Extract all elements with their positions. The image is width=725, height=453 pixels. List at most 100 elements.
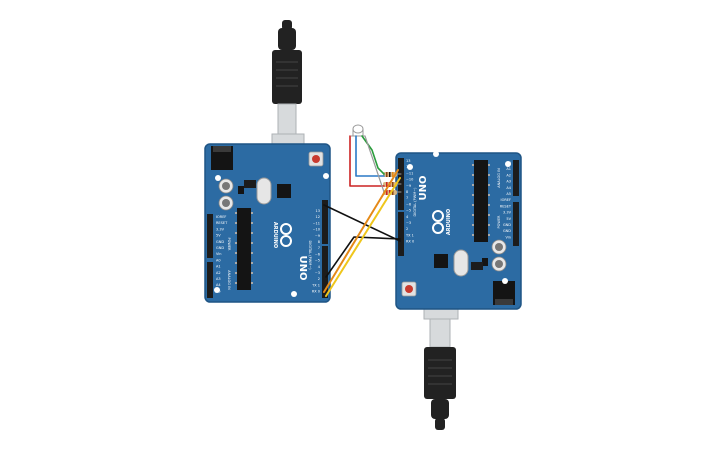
left-usb-cable-tip	[282, 20, 292, 30]
left-usb-cable-strain	[278, 28, 296, 50]
left-analog-label: ANALOG IN	[227, 270, 231, 290]
right-reset-button-cap	[405, 285, 413, 293]
right-logo-text: ARDUINO	[446, 209, 452, 235]
left-pin-label-5: 8	[318, 240, 320, 244]
wire-green[interactable]	[361, 135, 385, 175]
left-power-pin-label-10: A3	[216, 277, 221, 281]
right-model-text: UNO	[418, 176, 429, 201]
left-usb-cable-plug	[272, 50, 302, 104]
left-pin-label-8: ~5	[315, 259, 320, 263]
right-power-pin-label-6: IOREF	[501, 198, 511, 202]
left-crystal	[256, 177, 272, 205]
left-power-pin-label-1: RESET	[216, 221, 228, 225]
right-power-pin-label-7: RESET	[500, 204, 512, 208]
right-power-header	[513, 202, 519, 246]
left-reset-button-cap	[312, 155, 320, 163]
right-board-pcb	[395, 152, 522, 310]
left-logo-text: ARDUINO	[272, 222, 278, 248]
left-pin-label-3: ~10	[313, 228, 320, 232]
left-power-pin-label-0: IOREF	[216, 215, 226, 219]
right-power-label: POWER	[497, 215, 501, 229]
right-pin-label-3: ~10	[406, 178, 413, 182]
right-pin-label-0: 13	[406, 159, 410, 163]
left-digital-header-top	[322, 200, 328, 244]
rgb-led[interactable]	[351, 124, 365, 137]
right-usb-cable-tip	[435, 418, 445, 430]
left-power-pin-label-5: GND	[216, 246, 224, 250]
wire-orange[interactable]	[323, 169, 399, 293]
right-pin-label-12: TX 1	[405, 233, 414, 237]
left-pin-label-12: TX 1	[311, 283, 320, 287]
left-power-pin-label-2: 3.3V	[216, 227, 225, 231]
right-power-pin-label-12: Vin	[505, 235, 511, 239]
wire-gray[interactable]	[364, 135, 385, 193]
left-power-pin-label-6: Vin	[216, 252, 222, 256]
right-usb-cable-plug	[424, 347, 456, 399]
left-pin-label-4: ~9	[315, 234, 320, 238]
right-digital-header-bottom	[398, 212, 404, 256]
left-pin-label-10: ~3	[315, 271, 320, 275]
wire-black-2[interactable]	[325, 236, 401, 278]
right-power-pin-label-8: 3.3V	[503, 211, 512, 215]
left-mcu-chip	[237, 208, 251, 290]
right-pin-label-8: ~5	[406, 209, 411, 213]
right-digital-label: DIGITAL (PWM~)	[413, 187, 417, 217]
left-pin-label-9: 4	[318, 265, 321, 269]
left-arduino-logo: ARDUINO	[272, 222, 292, 248]
rgb-led-dome	[352, 124, 364, 134]
right-pin-label-5: 8	[406, 190, 408, 194]
right-power-pin-label-4: A4	[506, 186, 511, 190]
left-power-pin-label-4: GND	[216, 240, 224, 244]
right-pin-label-4: ~9	[406, 184, 411, 188]
right-analog-header	[513, 160, 519, 196]
right-power-pin-label-9: 5V	[506, 217, 511, 221]
left-analog-header	[207, 262, 213, 298]
left-power-pin-label-8: A1	[216, 265, 221, 269]
right-power-pin-label-10: GND	[503, 223, 511, 227]
right-power-pin-label-1: A1	[506, 167, 511, 171]
left-pin-label-11: 2	[318, 277, 320, 281]
right-usb-cable-strain	[431, 399, 449, 419]
left-digital-label: DIGITAL (PWM~)	[308, 240, 312, 270]
right-pin-label-9: 4	[406, 215, 409, 219]
left-power-pin-label-3: 5V	[216, 234, 221, 238]
wire-red[interactable]	[349, 135, 385, 187]
left-usb-chip	[277, 184, 291, 198]
right-pin-label-6: 7	[406, 196, 408, 200]
left-icsp-header	[244, 180, 256, 188]
left-pin-label-6: 7	[318, 246, 320, 250]
right-analog-label: ANALOG IN	[497, 168, 501, 188]
left-pin-label-2: ~11	[313, 221, 320, 225]
right-pin-label-13: RX 0	[406, 240, 414, 244]
left-power-header	[207, 214, 213, 258]
wire-yellow[interactable]	[325, 177, 401, 297]
right-power-pin-label-2: A2	[506, 173, 511, 177]
right-pin-label-10: ~3	[406, 221, 411, 225]
left-power-pin-label-11: A4	[216, 283, 221, 287]
right-regulator	[482, 258, 488, 266]
wire-black-1[interactable]	[323, 204, 401, 242]
left-pin-label-1: 12	[316, 215, 320, 219]
left-pin-label-13: RX 0	[312, 290, 320, 294]
left-power-label: POWER	[227, 238, 231, 252]
right-pin-label-11: 2	[406, 227, 408, 231]
right-icsp-header	[471, 262, 483, 270]
right-usb-chip	[434, 254, 448, 268]
right-pin-label-2: ~11	[406, 171, 413, 175]
wire-blue[interactable]	[355, 135, 385, 177]
left-power-pin-label-7: A0	[216, 258, 221, 262]
left-digital-header-bottom	[322, 246, 328, 298]
left-regulator	[238, 186, 244, 194]
right-power-pin-label-11: GND	[503, 229, 511, 233]
left-power-pin-label-9: A2	[216, 271, 221, 275]
right-power-pin-label-3: A3	[506, 180, 511, 184]
right-power-pin-label-5: A5	[506, 192, 511, 196]
left-model-text: UNO	[297, 256, 308, 281]
right-crystal	[453, 249, 469, 277]
right-mcu-chip	[474, 160, 488, 242]
right-pin-label-7: ~6	[406, 202, 411, 206]
left-pin-label-0: 13	[316, 209, 320, 213]
